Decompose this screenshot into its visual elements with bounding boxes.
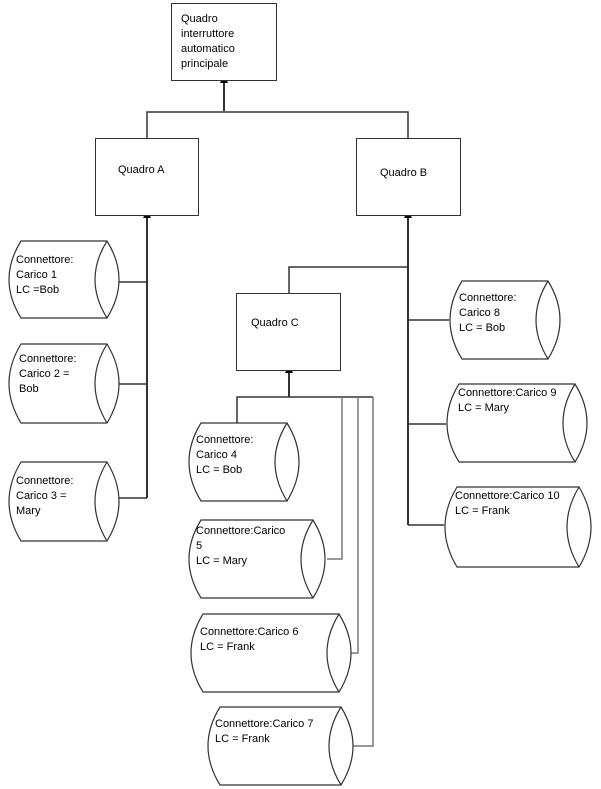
- connector-9-shape[interactable]: [446, 383, 588, 463]
- connector-2-shape[interactable]: [8, 343, 120, 424]
- connector-4-shape[interactable]: [188, 422, 300, 502]
- connector-3-shape-end-cap: [94, 461, 108, 542]
- connector-6-label: Connettore:Carico 6 LC = Frank: [200, 626, 299, 653]
- connector-8-shape[interactable]: [449, 280, 561, 360]
- connector-4-shape-end-cap: [274, 422, 288, 502]
- connector-5-link: [327, 397, 343, 560]
- panel-b-label: Quadro B: [380, 167, 428, 179]
- connector-2-shape-end-cap: [94, 343, 108, 424]
- connector-9-shape-end-cap: [562, 383, 576, 463]
- panel-a[interactable]: [95, 138, 199, 216]
- connector-shapes: [8, 240, 592, 786]
- main-bus-line: [146, 111, 409, 138]
- panel-a-label: Quadro A: [118, 164, 165, 176]
- connector-8-shape-end-cap: [535, 280, 549, 360]
- connector-4-label: Connettore: Carico 4 LC = Bob: [196, 434, 254, 476]
- connector-5-label: Connettore:Carico 5 LC = Mary: [196, 525, 286, 567]
- panel-c-feed-line: [288, 266, 408, 293]
- connector-3-label: Connettore: Carico 3 = Mary: [16, 475, 74, 517]
- panel-b[interactable]: [356, 138, 461, 216]
- connector-7-shape[interactable]: [207, 706, 354, 786]
- connector-5-shape[interactable]: [188, 519, 326, 599]
- connector-7-shape-end-cap: [328, 706, 342, 786]
- connector-10-label: Connettore:Carico 10 LC = Frank: [455, 490, 560, 517]
- panel-c-bus-line: [236, 396, 373, 424]
- connector-8-label: Connettore: Carico 8 LC = Bob: [459, 292, 517, 334]
- connector-6-shape-end-cap: [326, 613, 340, 693]
- connector-9-label: Connettore:Carico 9 LC = Mary: [458, 387, 557, 414]
- connector-7-label: Connettore:Carico 7 LC = Frank: [215, 718, 314, 745]
- connector-10-shape[interactable]: [444, 486, 592, 568]
- connector-3-shape[interactable]: [8, 461, 120, 542]
- connector-1-shape-end-cap: [94, 240, 108, 319]
- connector-6-shape[interactable]: [190, 613, 352, 693]
- connector-6-link: [344, 397, 359, 654]
- connector-10-shape-end-cap: [566, 486, 580, 568]
- connector-2-label: Connettore: Carico 2 = Bob: [19, 353, 77, 395]
- connector-5-shape-end-cap: [300, 519, 314, 599]
- main-breaker-panel-label: Quadro interruttore automatico principal…: [181, 13, 235, 70]
- connector-7-link: [348, 397, 374, 747]
- main-breaker-panel[interactable]: [171, 3, 277, 81]
- panel-c-label: Quadro C: [251, 317, 299, 329]
- connector-1-label: Connettore: Carico 1 LC =Bob: [16, 254, 74, 296]
- connection-lines: [118, 75, 449, 747]
- connector-1-shape[interactable]: [8, 240, 120, 319]
- panel-c[interactable]: [236, 293, 341, 371]
